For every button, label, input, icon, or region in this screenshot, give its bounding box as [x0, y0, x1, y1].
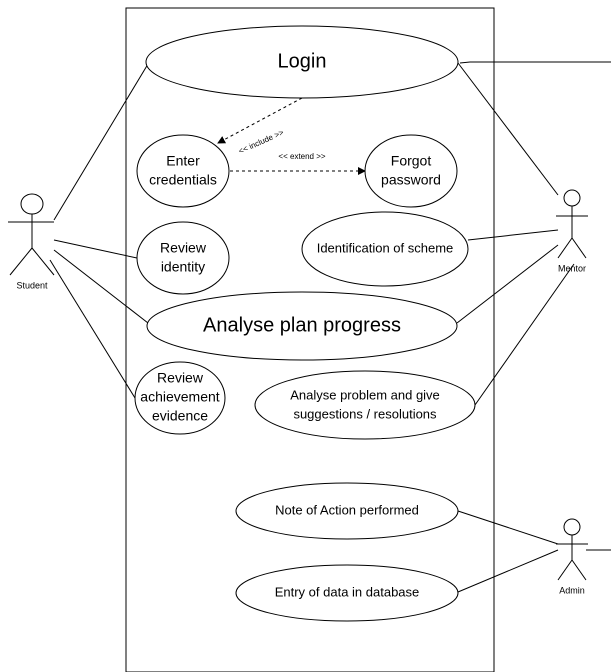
- mentor-head-icon: [563, 189, 581, 207]
- use-case-identification-scheme[interactable]: Identification of scheme: [301, 211, 469, 287]
- identification-scheme-label: Identification of scheme: [317, 240, 454, 255]
- assoc-admin-entry: [457, 549, 559, 593]
- use-case-enter-credentials[interactable]: Enter credentials: [136, 134, 230, 208]
- include-arrow: [217, 97, 303, 144]
- mentor-label: Mentor: [558, 263, 586, 273]
- actor-student[interactable]: [8, 193, 55, 276]
- analyse-problem-label-1: Analyse problem and give: [290, 387, 440, 402]
- assoc-student-login: [53, 63, 149, 221]
- note-action-label: Note of Action performed: [275, 502, 419, 517]
- analyse-plan-progress-label: Analyse plan progress: [203, 314, 401, 336]
- use-case-analyse-plan-progress[interactable]: Analyse plan progress: [146, 291, 458, 361]
- entry-data-label: Entry of data in database: [275, 584, 420, 599]
- use-case-forgot-password[interactable]: Forgot password: [364, 134, 458, 208]
- review-identity-label-1: Review: [160, 240, 207, 256]
- review-achievement-label-2: achievement: [140, 389, 219, 405]
- login-label: Login: [278, 50, 327, 72]
- actor-admin[interactable]: [556, 518, 588, 581]
- forgot-password-label-2: password: [381, 172, 441, 188]
- admin-label: Admin: [559, 585, 585, 595]
- extend-label: << extend >>: [278, 152, 325, 161]
- use-case-review-achievement[interactable]: Review achievement evidence: [134, 361, 226, 435]
- use-case-analyse-problem[interactable]: Analyse problem and give suggestions / r…: [254, 370, 476, 440]
- assoc-login-offscreen: [459, 61, 611, 64]
- assoc-mentor-login: [457, 62, 559, 196]
- student-label: Student: [16, 280, 48, 290]
- assoc-student-analyse-plan: [53, 249, 149, 324]
- enter-credentials-label-2: credentials: [149, 172, 217, 188]
- analyse-problem-label-2: suggestions / resolutions: [293, 406, 437, 421]
- use-case-login[interactable]: Login: [145, 25, 459, 99]
- enter-credentials-label-1: Enter: [166, 153, 200, 169]
- review-identity-label-2: identity: [161, 259, 205, 275]
- assoc-admin-note: [457, 510, 559, 545]
- assoc-mentor-analyse-problem: [474, 263, 575, 406]
- assoc-mentor-analyse-plan: [456, 244, 559, 324]
- review-achievement-label-1: Review: [157, 370, 204, 386]
- use-case-entry-data[interactable]: Entry of data in database: [235, 564, 459, 622]
- assoc-student-review-identity: [53, 239, 138, 259]
- forgot-password-label-1: Forgot: [391, 153, 432, 169]
- use-case-review-identity[interactable]: Review identity: [136, 221, 230, 295]
- actor-mentor[interactable]: [556, 189, 588, 259]
- student-head-icon: [20, 193, 44, 215]
- system-boundary: [125, 7, 495, 672]
- assoc-student-review-achievement: [49, 259, 136, 399]
- use-case-note-action[interactable]: Note of Action performed: [235, 482, 459, 540]
- admin-head-icon: [563, 518, 581, 536]
- review-achievement-label-3: evidence: [152, 408, 208, 424]
- assoc-mentor-identification: [467, 229, 559, 241]
- associations: [49, 61, 611, 593]
